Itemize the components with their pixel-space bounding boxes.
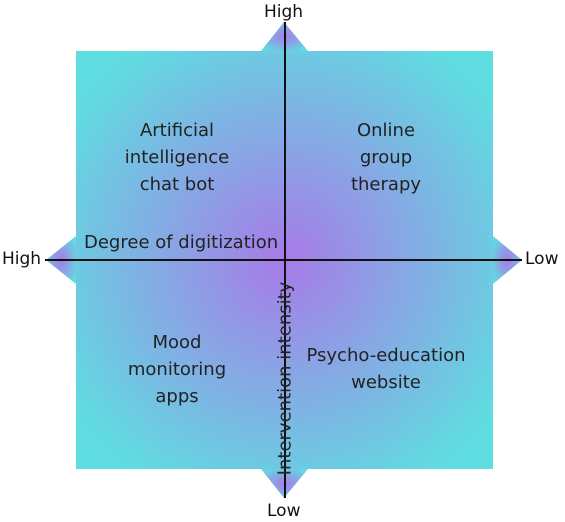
quadrant-top-right: Online group therapy (306, 117, 466, 198)
quadrant-line: Mood (152, 332, 202, 353)
quadrant-line: Artificial (139, 120, 215, 141)
quadrant-top-left: Artificial intelligence chat bot (97, 117, 257, 198)
quadrant-line: Psycho-education (306, 345, 466, 366)
horizontal-axis-title: Degree of digitization (84, 232, 279, 253)
quadrant-line: apps (155, 386, 199, 407)
quadrant-line: chat bot (139, 174, 215, 195)
quadrant-bottom-left: Mood monitoring apps (97, 329, 257, 410)
vertical-axis-title: Intervention intensity (274, 281, 296, 476)
quadrant-bottom-right: Psycho-education website (306, 342, 466, 396)
quadrant-line: monitoring (127, 359, 227, 380)
quadrant-line: intelligence (124, 147, 230, 168)
horizontal-axis-right-label: Low (525, 249, 559, 269)
vertical-axis-bottom-label: Low (267, 501, 301, 521)
quadrant-line: group (359, 147, 413, 168)
horizontal-axis-left-label: High (2, 249, 42, 269)
vertical-axis-top-label: High (264, 2, 304, 22)
quadrant-line: therapy (350, 174, 422, 195)
quadrant-line: Online (356, 120, 416, 141)
quadrant-line: website (351, 372, 421, 393)
